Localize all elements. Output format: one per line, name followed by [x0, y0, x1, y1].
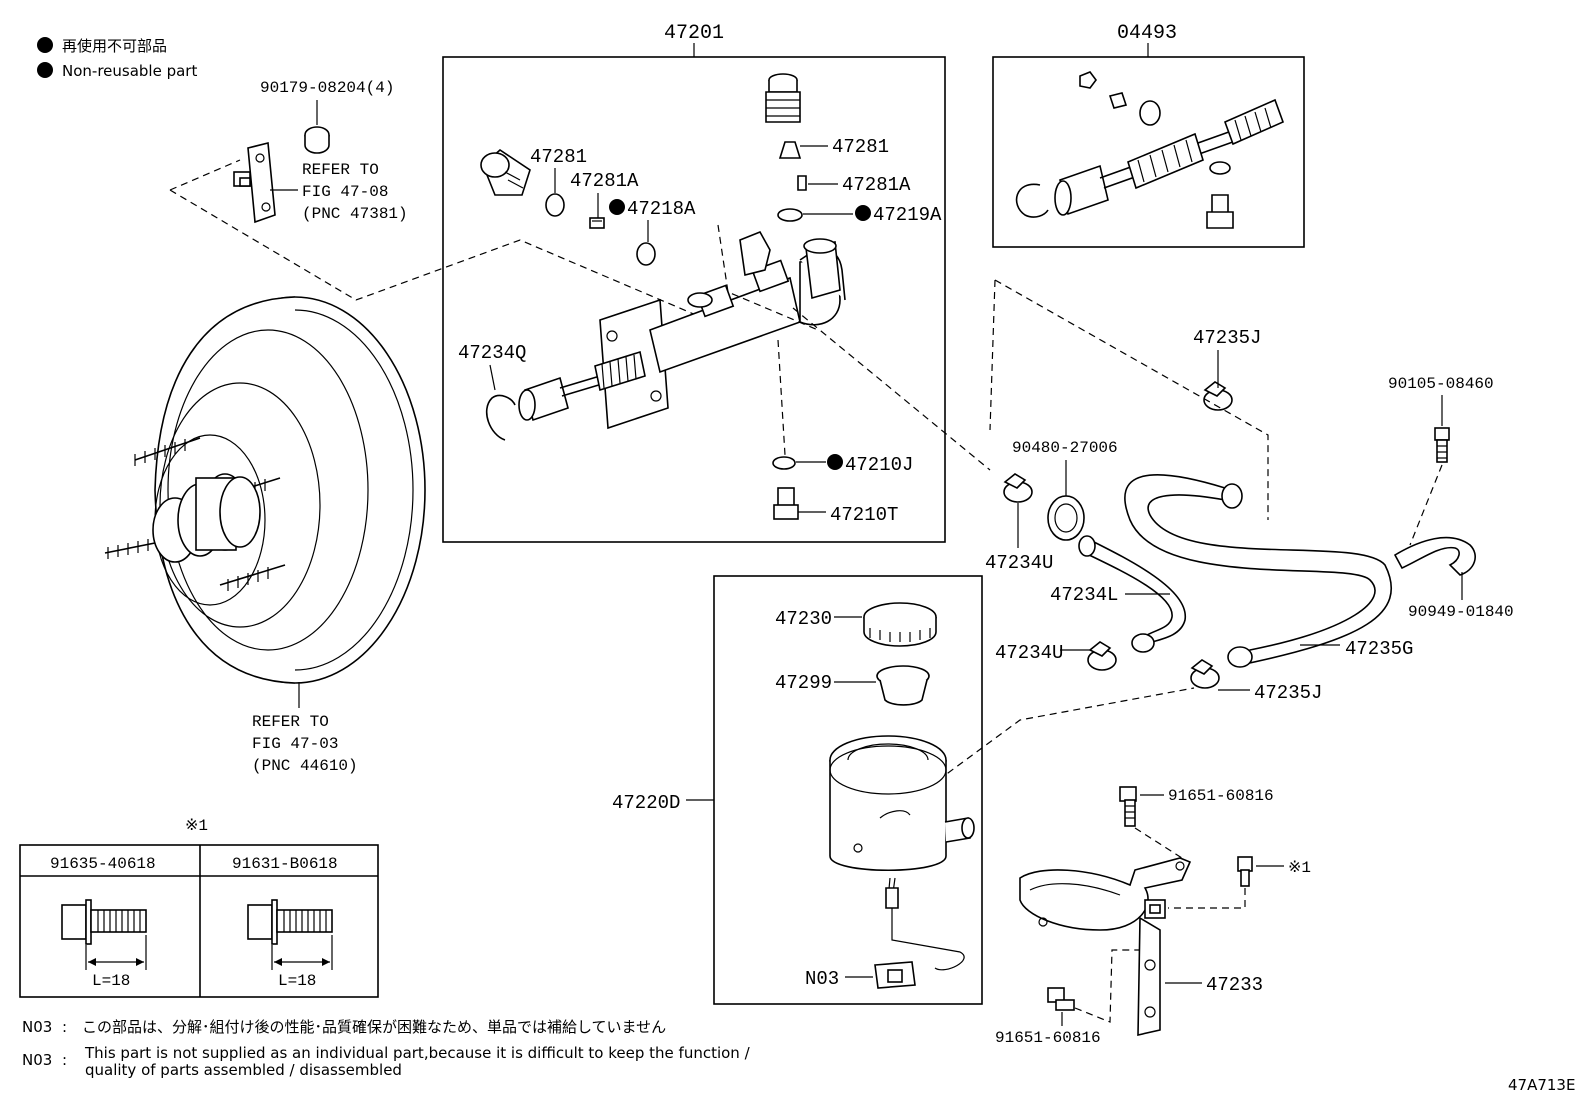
o-ring-47218a	[636, 242, 656, 266]
cap-47281-right	[765, 73, 801, 123]
bolt-table-len1: L=18	[92, 972, 130, 990]
callout-47210T[interactable]: 47210T	[830, 504, 898, 526]
washer-47219a	[777, 208, 803, 222]
screw-47281a-left	[589, 217, 605, 229]
callout-47235G[interactable]: 47235G	[1345, 638, 1413, 660]
clamp-47234u-bot	[1087, 641, 1117, 671]
screw-47281a-right	[797, 175, 807, 191]
reservoir-box	[713, 575, 983, 1005]
refer-fig-47-08-line1[interactable]: REFER TO	[302, 161, 379, 179]
hose-47234l	[1078, 535, 1186, 653]
callout-47235J-bot[interactable]: 47235J	[1254, 682, 1322, 704]
non-reusable-dot-icon	[37, 62, 53, 78]
plug-47281-right	[778, 141, 802, 159]
bolt-star1	[1237, 856, 1253, 887]
callout-47234L[interactable]: 47234L	[1050, 584, 1118, 606]
callout-47234U-bot[interactable]: 47234U	[995, 642, 1063, 664]
bleeder-47210t	[773, 487, 799, 520]
callout-47235J-top[interactable]: 47235J	[1193, 327, 1261, 349]
gasket-47210j	[772, 456, 796, 470]
note2-code: N03	[22, 1051, 52, 1069]
grommet-90480	[1047, 495, 1085, 541]
brake-booster	[104, 296, 426, 684]
callout-N03[interactable]: N03	[805, 968, 839, 990]
callout-47218A[interactable]: 47218A	[627, 198, 696, 220]
callout-47281A-b[interactable]: 47281A	[842, 174, 911, 196]
clamp-47235j-top	[1203, 381, 1233, 411]
non-reusable-dot-icon	[37, 37, 53, 53]
note2-text-2: quality of parts assembled / disassemble…	[85, 1061, 402, 1079]
figure-id: 47A713E	[1508, 1076, 1575, 1094]
callout-91651-bot[interactable]: 91651-60816	[995, 1029, 1101, 1047]
callout-47281A-a[interactable]: 47281A	[570, 170, 639, 192]
clamp-47235j-bot	[1190, 659, 1220, 689]
plug-47281-left	[545, 193, 565, 217]
hose-47235g	[1124, 474, 1392, 668]
legend-en: Non-reusable part	[62, 62, 197, 80]
callout-47230[interactable]: 47230	[775, 608, 832, 630]
non-reusable-dot-icon	[855, 205, 871, 221]
nut-90179	[304, 126, 330, 154]
legend: 再使用不可部品 Non-reusable part	[37, 37, 197, 80]
callout-91651-top[interactable]: 91651-60816	[1168, 787, 1274, 805]
clip-90949	[1393, 536, 1476, 576]
refer-fig-47-03-line1[interactable]: REFER TO	[252, 713, 329, 731]
callout-47220D[interactable]: 47220D	[612, 792, 680, 814]
refer-fig-47-03-line3[interactable]: (PNC 44610)	[252, 757, 358, 775]
callout-47281-b[interactable]: 47281	[832, 136, 889, 158]
reservoir-47220d	[829, 735, 975, 989]
callout-47233[interactable]: 47233	[1206, 974, 1263, 996]
note1-text: この部品は、分解･組付け後の性能･品質確保が困難なため、単品では補給していません	[82, 1018, 666, 1036]
legend-jp: 再使用不可部品	[62, 37, 167, 55]
bolt-table-col2[interactable]: 91631-B0618	[232, 855, 338, 873]
callout-04493[interactable]: 04493	[1117, 22, 1177, 45]
strainer-47299	[876, 665, 930, 706]
refer-fig-47-03-line2[interactable]: FIG 47-03	[252, 735, 338, 753]
callout-47281-a[interactable]: 47281	[530, 146, 587, 168]
callout-47201[interactable]: 47201	[664, 22, 724, 45]
clamp-47234u-top	[1003, 473, 1033, 503]
cap-47281-left	[480, 148, 531, 196]
non-reusable-dot-icon	[609, 199, 625, 215]
bracket-47233	[1019, 857, 1192, 1037]
snap-ring-47234q	[486, 394, 516, 441]
kit-contents	[1015, 71, 1285, 229]
callout-star1[interactable]: ※1	[1288, 859, 1311, 877]
bolt-90105	[1434, 427, 1450, 463]
callout-90105[interactable]: 90105-08460	[1388, 375, 1494, 393]
callout-47234U-top[interactable]: 47234U	[985, 552, 1053, 574]
bolt-table-col1[interactable]: 91635-40618	[50, 855, 156, 873]
callout-47210J[interactable]: 47210J	[845, 454, 913, 476]
booster-bracket	[233, 141, 276, 224]
callout-90480[interactable]: 90480-27006	[1012, 439, 1118, 457]
callout-47299[interactable]: 47299	[775, 672, 832, 694]
refer-fig-47-08-line3[interactable]: (PNC 47381)	[302, 205, 408, 223]
master-cylinder	[599, 230, 846, 430]
bolt-table-len2: L=18	[278, 972, 316, 990]
bolt-table-mark: ※1	[185, 817, 208, 835]
callout-90179[interactable]: 90179-08204(4)	[260, 79, 394, 97]
note2-text-1: This part is not supplied as an individu…	[84, 1044, 751, 1062]
note1-sep: :	[62, 1018, 67, 1036]
cap-47230	[863, 602, 937, 647]
note1-code: N03	[22, 1018, 52, 1036]
footnotes: N03 : この部品は、分解･組付け後の性能･品質確保が困難なため、単品では補給…	[22, 1018, 751, 1079]
callout-47219A[interactable]: 47219A	[873, 204, 942, 226]
note2-sep: :	[62, 1051, 67, 1069]
booster-studs	[104, 437, 286, 591]
bolt-91651-top	[1119, 786, 1137, 827]
callout-47234Q[interactable]: 47234Q	[458, 342, 526, 364]
bolt-table: ※1 91635-40618 91631-B0618 L=18 L=18	[19, 817, 379, 998]
callout-90949[interactable]: 90949-01840	[1408, 603, 1514, 621]
push-rod-piston	[518, 350, 646, 422]
kit-box	[992, 56, 1305, 248]
non-reusable-dot-icon	[827, 454, 843, 470]
bolt-91651-bot	[1047, 987, 1075, 1011]
refer-fig-47-08-line2[interactable]: FIG 47-08	[302, 183, 388, 201]
